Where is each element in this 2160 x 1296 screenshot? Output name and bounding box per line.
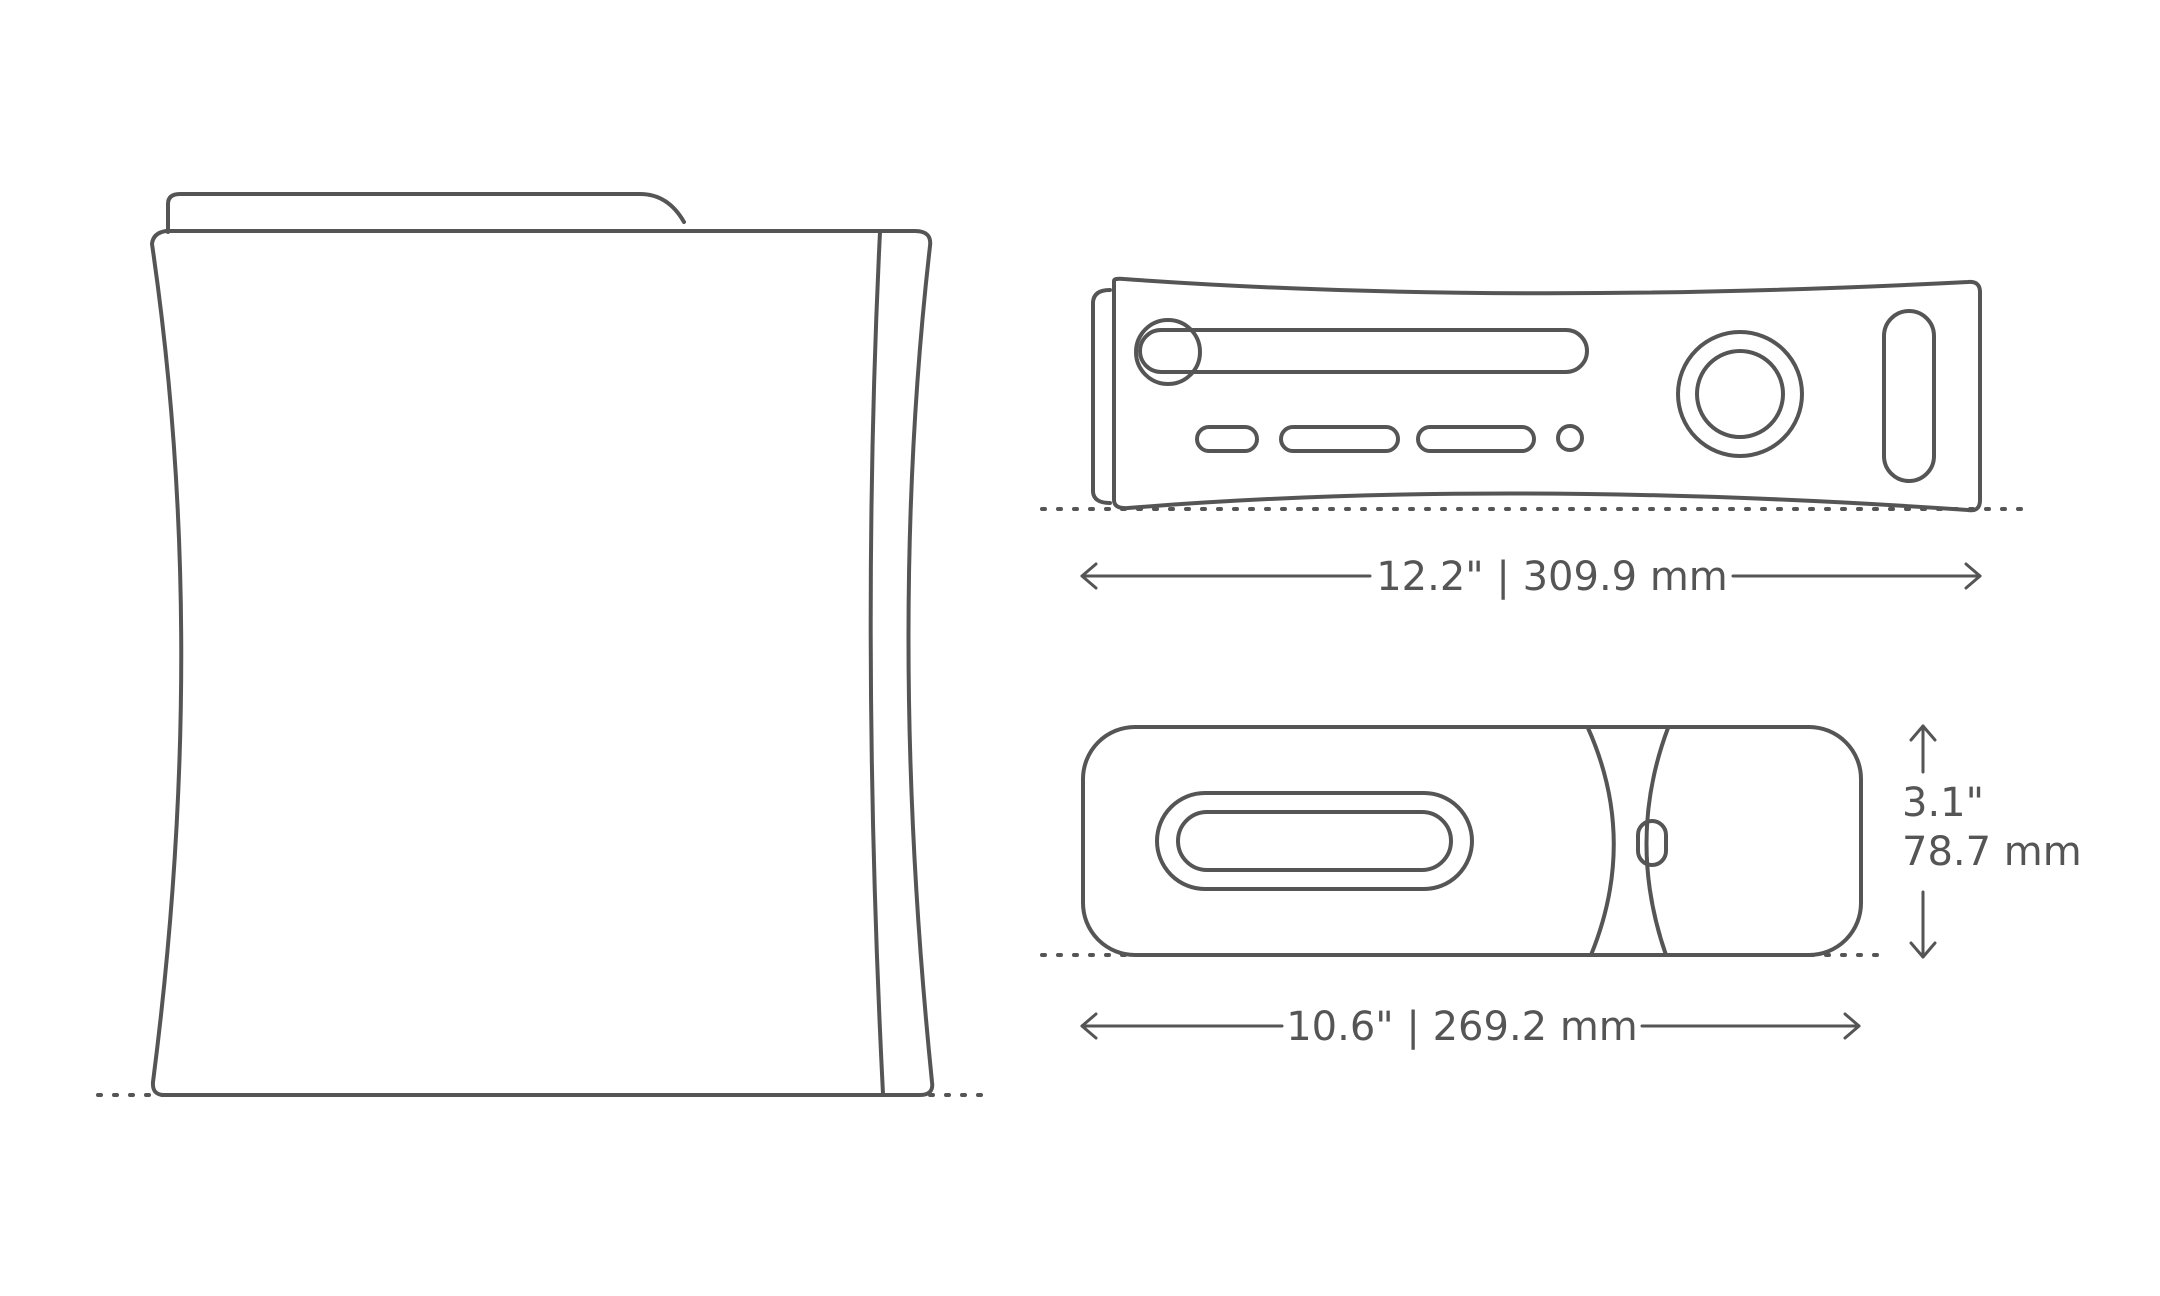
height-label-mm: 78.7 mm: [1902, 829, 2082, 875]
height-label-inches: 3.1": [1902, 780, 1984, 826]
top-view-button: [1636, 819, 1668, 867]
front-view-body: [1112, 276, 1982, 513]
top-view-tray-outer: [1155, 791, 1474, 891]
top-view-curve-left: [1586, 726, 1616, 957]
disc-tray-slot: [1138, 328, 1589, 374]
power-ring-outer: [1676, 330, 1804, 458]
front-view-back-plate: [1091, 288, 1112, 505]
depth-arrowhead-left: [1080, 1012, 1098, 1040]
front-view-console: [1091, 276, 1982, 513]
width-label: 12.2" | 309.9 mm: [1376, 554, 1728, 600]
side-view-body: [150, 229, 935, 1097]
front-port-1: [1195, 425, 1259, 453]
height-arrowhead-top: [1909, 724, 1937, 742]
depth-label: 10.6" | 269.2 mm: [1286, 1004, 1638, 1050]
side-view-top-tab: [166, 192, 686, 234]
top-view-tray-inner: [1176, 810, 1453, 872]
front-port-3: [1416, 425, 1536, 453]
width-dimension: 12.2" | 309.9 mm: [1080, 554, 1982, 600]
front-port-2: [1279, 425, 1400, 453]
width-arrowhead-right: [1964, 562, 1982, 590]
sync-button: [1556, 424, 1584, 452]
height-arrowhead-bottom: [1909, 941, 1937, 959]
eject-button: [1134, 318, 1202, 386]
side-view-console: [150, 192, 935, 1097]
front-right-slot: [1882, 309, 1936, 483]
depth-dimension: 10.6" | 269.2 mm: [1080, 1004, 1861, 1050]
depth-arrowhead-right: [1843, 1012, 1861, 1040]
height-dimension: 3.1" 78.7 mm: [1902, 724, 2082, 959]
width-arrowhead-left: [1080, 562, 1098, 590]
top-view-curve-right: [1644, 726, 1670, 957]
power-ring-inner: [1695, 349, 1785, 439]
side-view-edge-line: [868, 230, 885, 1096]
top-view-console: [1081, 725, 1863, 957]
